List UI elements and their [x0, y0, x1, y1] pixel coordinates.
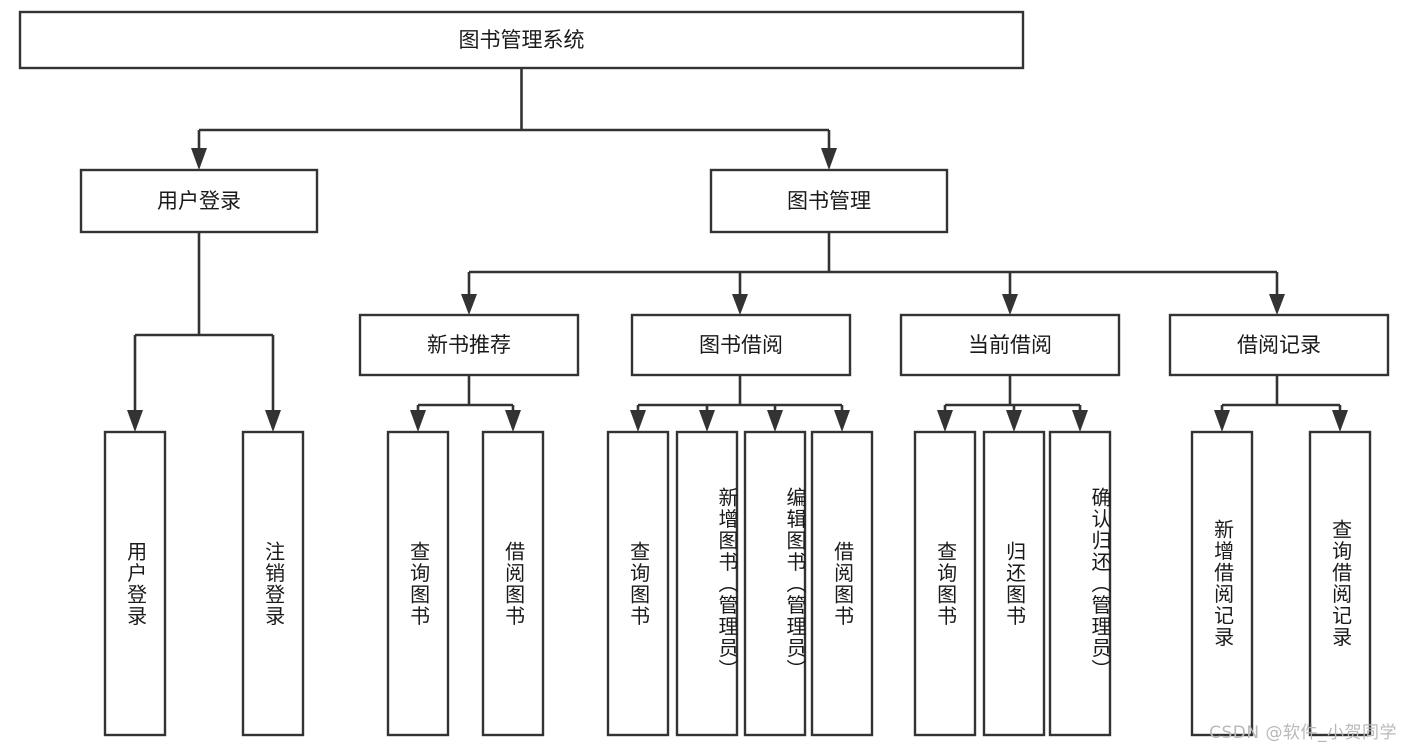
arrow-head-leaf-return-book [1006, 410, 1022, 432]
leaf-user-login-box[interactable] [103, 430, 167, 737]
arrow-head-user-login [191, 148, 207, 170]
arrow-head-current-borrow [1002, 294, 1018, 315]
arrow-head-book-management [821, 148, 837, 170]
arrow-head-leaf-borrow-book-1 [505, 410, 521, 432]
node-current-borrow-label: 当前借阅 [968, 333, 1052, 357]
node-book-management-box[interactable] [709, 168, 949, 234]
leaf-borrow-book-2-box[interactable] [810, 430, 874, 737]
node-current-borrow-box[interactable] [899, 313, 1121, 377]
node-book-borrow-label: 图书借阅 [699, 333, 783, 357]
node-root-label: 图书管理系统 [459, 28, 585, 52]
leaf-add-record-box[interactable] [1190, 430, 1254, 737]
node-user-login-label: 用户登录 [157, 189, 241, 213]
node-book-borrow-box[interactable] [630, 313, 852, 377]
leaf-edit-book-box[interactable] [743, 430, 807, 737]
arrow-head-leaf-add-record [1214, 410, 1230, 432]
leaf-confirm-return-box[interactable] [1048, 430, 1112, 737]
leaf-query-record-box[interactable] [1308, 430, 1372, 737]
node-root-box[interactable] [18, 10, 1025, 70]
node-book-management-label: 图书管理 [787, 189, 871, 213]
node-new-book-recommend-box[interactable] [358, 313, 580, 377]
csdn-watermark: CSDN @软件_小贺同学 [1209, 723, 1397, 743]
node-user-login-box[interactable] [79, 168, 319, 234]
arrow-head-leaf-borrow-book-2 [834, 410, 850, 432]
arrow-head-leaf-query-book-1 [410, 410, 426, 432]
leaf-query-book-1-box[interactable] [386, 430, 450, 737]
node-borrow-record-label: 借阅记录 [1237, 333, 1321, 357]
arrow-head-new-book-recommend [461, 294, 477, 315]
leaf-borrow-book-1-box[interactable] [481, 430, 545, 737]
arrow-head-book-borrow [732, 294, 748, 315]
arrow-head-leaf-user-logout [265, 410, 281, 432]
arrow-head-leaf-query-book-2 [630, 410, 646, 432]
arrow-head-leaf-confirm-return [1072, 410, 1088, 432]
node-borrow-record-box[interactable] [1168, 313, 1390, 377]
node-new-book-recommend-label: 新书推荐 [427, 333, 511, 357]
arrow-head-leaf-edit-book [767, 410, 783, 432]
leaf-add-book-box[interactable] [675, 430, 739, 737]
arrow-head-leaf-add-book [699, 410, 715, 432]
arrow-head-borrow-record [1269, 294, 1285, 315]
arrow-head-leaf-user-login [127, 410, 143, 432]
arrow-head-leaf-query-record [1332, 410, 1348, 432]
node-layer: 图书管理系统 用户登录 图书管理 新书推荐 图书借阅 当前借阅 借阅记录 [18, 10, 1390, 737]
arrow-head-leaf-query-book-3 [937, 410, 953, 432]
connector-layer [127, 68, 1348, 432]
leaf-query-book-3-box[interactable] [913, 430, 977, 737]
leaf-user-logout-box[interactable] [241, 430, 305, 737]
leaf-query-book-2-box[interactable] [606, 430, 670, 737]
leaf-return-book-box[interactable] [982, 430, 1046, 737]
